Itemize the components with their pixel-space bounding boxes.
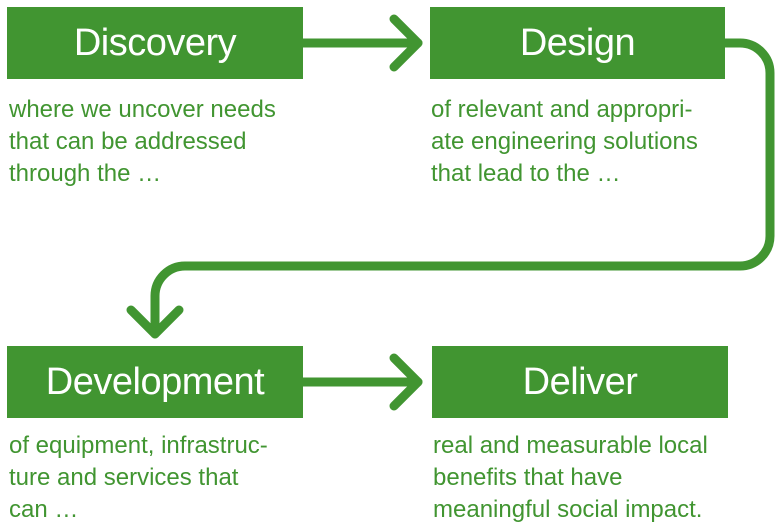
- step-deliver-description: real and measurable local benefits that …: [433, 432, 708, 523]
- arrow-head-icon: [389, 353, 423, 411]
- step-title: Deliver: [522, 360, 638, 403]
- step-development: Development: [7, 346, 303, 418]
- connector-line: [150, 38, 775, 339]
- arrow-head-icon: [126, 305, 184, 339]
- step-discovery: Discovery: [7, 7, 303, 79]
- step-title: Discovery: [73, 21, 237, 64]
- step-design-description: of relevant and appropri- ate engineerin…: [431, 96, 698, 187]
- step-design: Design: [430, 7, 725, 79]
- step-title: Development: [45, 360, 265, 403]
- step-title: Design: [519, 21, 636, 64]
- arrow-development-to-deliver: [298, 353, 423, 411]
- step-deliver: Deliver: [432, 346, 728, 418]
- step-development-description: of equipment, infrastruc- ture and servi…: [9, 432, 268, 523]
- step-discovery-description: where we uncover needs that can be addre…: [9, 96, 276, 187]
- arrow-head-icon: [389, 14, 423, 72]
- arrow-design-to-development: [126, 38, 775, 339]
- arrow-discovery-to-design: [298, 14, 423, 72]
